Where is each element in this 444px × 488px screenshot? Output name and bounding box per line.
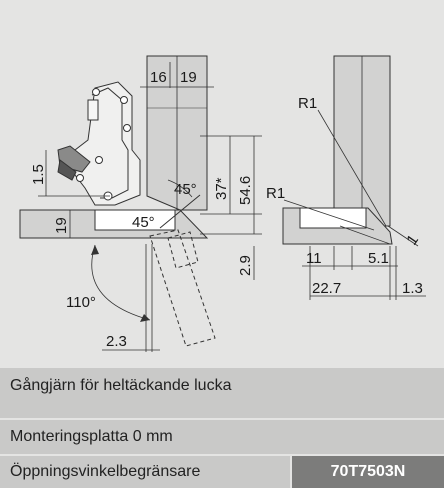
mounting-plate-row: Monteringsplatta 0 mm bbox=[0, 420, 444, 454]
hinge-type-row: Gångjärn för heltäckande lucka bbox=[0, 368, 444, 418]
article-code-badge: 70T7503N bbox=[292, 456, 444, 488]
mounting-plate-label: Monteringsplatta 0 mm bbox=[10, 428, 173, 445]
dim-19-top: 19 bbox=[180, 69, 197, 86]
opened-door-outline bbox=[149, 229, 216, 347]
opening-angle-arc bbox=[91, 244, 151, 321]
dim-2-3: 2.3 bbox=[106, 333, 127, 350]
dim-1-right: 1 bbox=[403, 232, 422, 249]
dim-45-upper: 45° bbox=[174, 181, 197, 198]
hinge-type-label: Gångjärn för heltäckande lucka bbox=[10, 377, 232, 394]
angle-limiter-row: Öppningsvinkelbegränsare bbox=[0, 456, 290, 488]
dim-19-side: 19 bbox=[53, 217, 70, 234]
dim-37: 37* bbox=[213, 177, 230, 200]
dim-110: 110° bbox=[66, 294, 96, 311]
dim-11: 11 bbox=[306, 250, 322, 267]
dim-16: 16 bbox=[150, 69, 167, 86]
hinge-arm bbox=[57, 81, 141, 206]
dim-5-1: 5.1 bbox=[368, 250, 389, 267]
dim-r1-top: R1 bbox=[298, 95, 317, 112]
dim-1-3: 1.3 bbox=[402, 280, 423, 297]
hinge-technical-drawing: 16 19 1.5 19 37* 54.6 45° 45° 2.9 110° 2… bbox=[19, 55, 426, 352]
dim-45-lower: 45° bbox=[132, 214, 155, 231]
dim-1-5: 1.5 bbox=[30, 164, 47, 185]
dim-2-9: 2.9 bbox=[237, 255, 254, 276]
hinge-cup-recess bbox=[94, 209, 176, 231]
dim-r1-mid: R1 bbox=[266, 185, 285, 202]
angle-limiter-label: Öppningsvinkelbegränsare bbox=[10, 463, 201, 480]
dim-22-7: 22.7 bbox=[312, 280, 341, 297]
dim-54-6: 54.6 bbox=[237, 176, 254, 205]
